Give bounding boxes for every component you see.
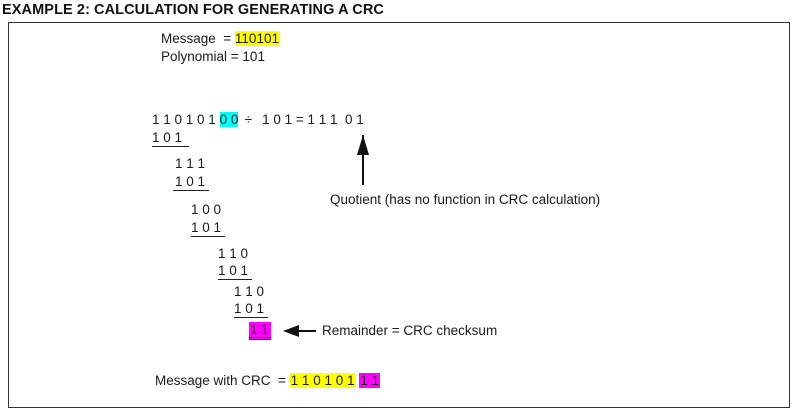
division-step-5: 1 0 1 xyxy=(191,220,226,237)
division-step-4: 1 0 0 xyxy=(191,202,221,218)
quotient-arrow-shaft xyxy=(362,135,364,185)
step-divisor: 1 0 1 xyxy=(191,220,226,237)
dividend-message: 1 1 0 1 0 1 xyxy=(152,112,220,127)
division-remainder: 1 1 xyxy=(249,322,271,340)
step-divisor: 1 0 1 xyxy=(218,263,253,280)
division-step-6: 1 1 0 xyxy=(218,246,248,262)
example-label: EXAMPLE 2: xyxy=(2,2,91,18)
step-remainder: 1 1 0 xyxy=(234,284,265,299)
polynomial-line: Polynomial = 101 xyxy=(161,49,265,65)
step-remainder: 1 1 0 xyxy=(218,246,249,261)
message-value: 110101 xyxy=(234,31,279,46)
division-step-1: 1 0 1 xyxy=(152,130,190,147)
arrow-up-icon xyxy=(357,135,369,155)
division-equation: 1 1 0 1 0 1 0 0 ÷ 1 0 1 = 1 1 1 0 1 xyxy=(152,112,364,128)
arrow-left-icon xyxy=(283,325,299,337)
step-divisor: 1 0 1 xyxy=(234,301,269,318)
example-heading: CALCULATION FOR GENERATING A CRC xyxy=(94,2,384,18)
step-divisor: 1 0 1 xyxy=(152,130,190,147)
quotient-note: Quotient (has no function in CRC calcula… xyxy=(330,192,601,207)
step-remainder: 1 0 0 xyxy=(191,202,222,217)
example-title: EXAMPLE 2:CALCULATION FOR GENERATING A C… xyxy=(2,2,384,18)
message-line: Message = 110101 xyxy=(161,31,279,47)
divide-symbol: ÷ xyxy=(244,112,253,127)
result-crc-part: 1 1 xyxy=(359,373,381,388)
division-step-9: 1 0 1 xyxy=(234,301,269,318)
message-with-crc-line: Message with CRC = 1 1 0 1 0 1 1 1 xyxy=(155,373,381,389)
remainder-note: Remainder = CRC checksum xyxy=(322,323,498,338)
remainder-value: 1 1 xyxy=(249,322,271,340)
step-divisor: 1 0 1 xyxy=(173,174,210,191)
polynomial-value: 101 xyxy=(242,49,265,64)
divisor-and-quotient: 1 0 1 = 1 1 1 0 1 xyxy=(258,112,364,127)
message-label: Message = xyxy=(161,31,235,46)
remainder-arrow-shaft xyxy=(294,330,316,332)
division-step-7: 1 0 1 xyxy=(218,263,253,280)
division-step-8: 1 1 0 xyxy=(234,284,264,300)
division-step-2: 1 1 1 xyxy=(175,156,205,172)
result-message-part: 1 1 0 1 0 1 xyxy=(289,373,356,388)
example-box xyxy=(8,22,790,408)
dividend-padding: 0 0 xyxy=(219,112,239,127)
division-step-3: 1 0 1 xyxy=(173,174,210,191)
polynomial-label: Polynomial = xyxy=(161,49,243,64)
step-remainder: 1 1 1 xyxy=(175,156,206,171)
result-label: Message with CRC = xyxy=(155,373,290,388)
